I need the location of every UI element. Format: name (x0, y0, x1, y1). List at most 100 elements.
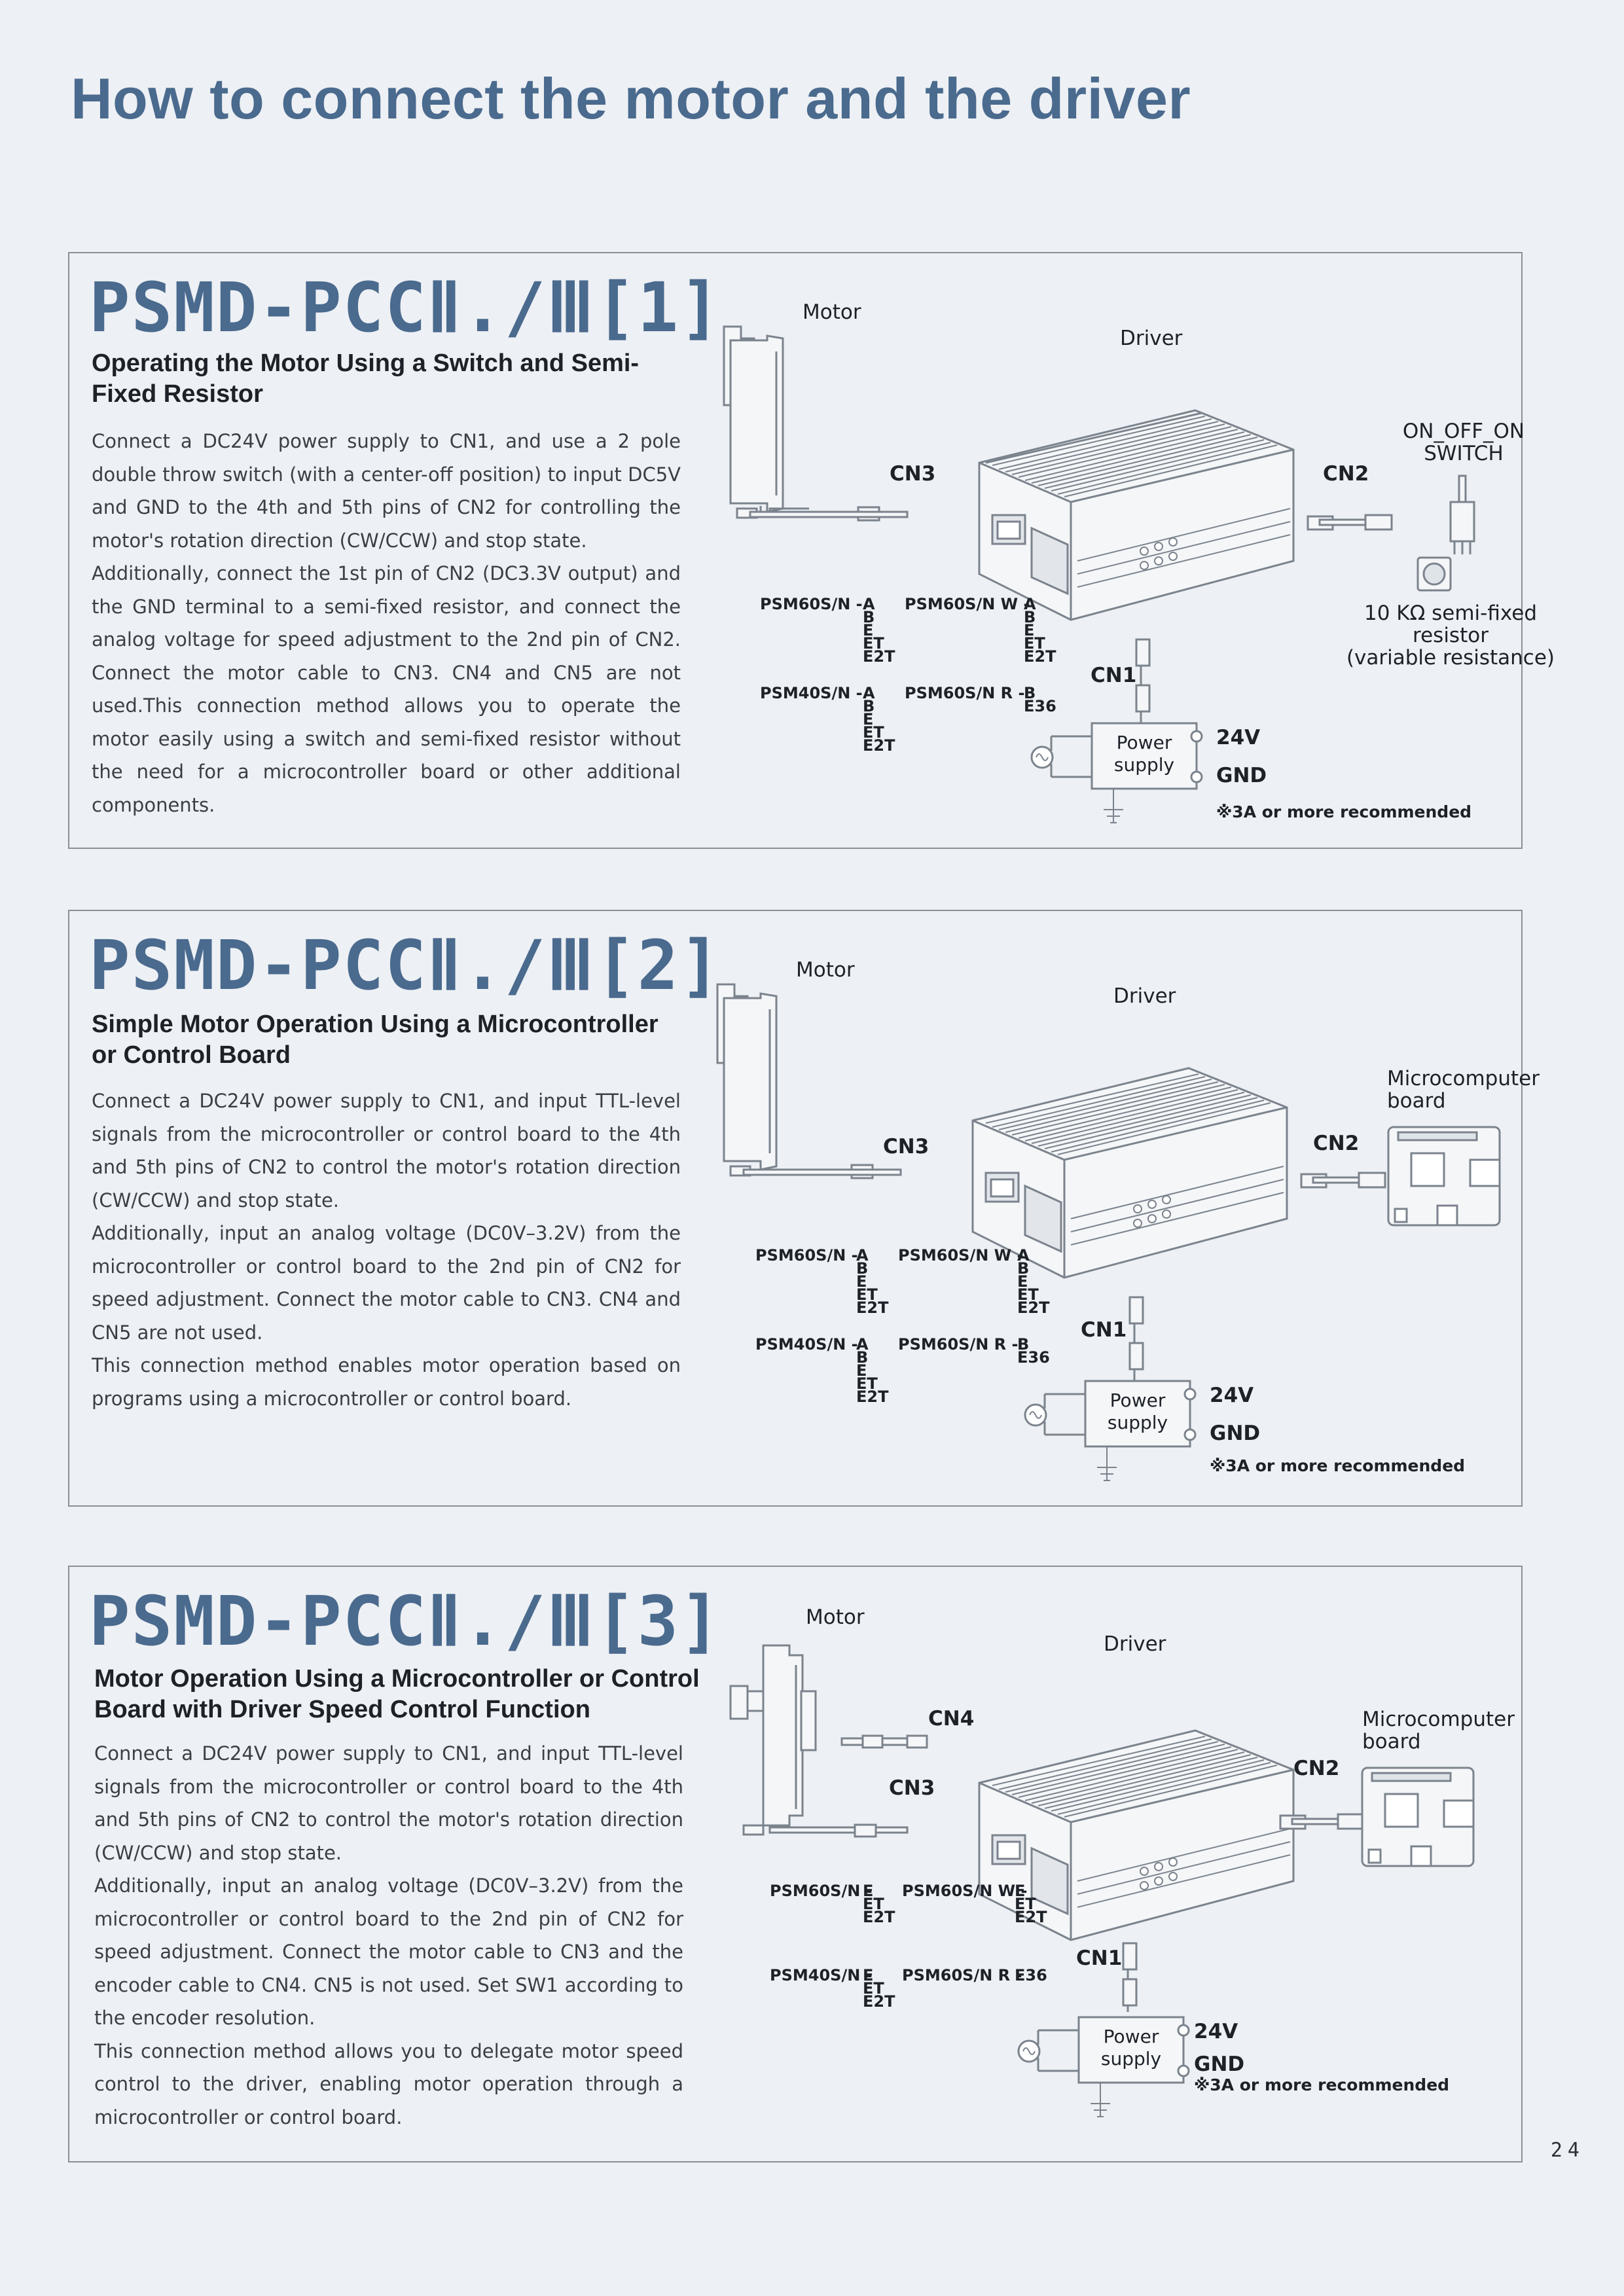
current-note: ※3A or more recommended (1194, 2075, 1449, 2094)
driver-illustration (978, 1729, 1295, 1941)
driver-label: Driver (1104, 1632, 1166, 1656)
paragraph: Connect a DC24V power supply to CN1, and… (92, 430, 681, 552)
motor-pin: E2T (863, 736, 895, 755)
cn4-label: CN4 (928, 1707, 974, 1731)
motor-pin: E (863, 1882, 873, 1900)
motor-model: PSM60S/N R - (902, 1966, 1022, 1984)
motor-model: PSM60S/N W - (898, 1246, 1023, 1265)
microcomputer-label: board (1362, 1730, 1421, 1753)
motor-pin: B (1017, 1335, 1029, 1354)
model-title: PSMD-PCCⅡ./Ⅲ[1] (89, 268, 722, 348)
motor-label: Motor (796, 958, 855, 982)
power-supply-label: Power (1110, 1390, 1166, 1411)
power-supply-label: supply (1108, 1412, 1168, 1433)
motor-pin: B (856, 1348, 868, 1367)
motor-pin: ET (1017, 1285, 1039, 1304)
wiring-diagram: Motor Driver CN3 CN2 CN1 Microcomputer b… (716, 958, 1540, 1481)
motor-pin: E36 (1024, 697, 1056, 715)
cn3-label: CN3 (889, 1776, 935, 1800)
motor-pin: ET (1015, 1895, 1036, 1913)
gnd-label: GND (1216, 764, 1267, 787)
model-title: PSMD-PCCⅡ./Ⅲ[3] (89, 1581, 722, 1661)
motor-model: PSM40S/N - (755, 1335, 858, 1354)
motor-pin: ET (863, 723, 884, 742)
microcomputer-label: Microcomputer (1387, 1067, 1540, 1090)
motor-pin: ET (863, 1979, 884, 1998)
gnd-label: GND (1194, 2053, 1244, 2076)
motor-model: PSM60S/N W - (902, 1882, 1027, 1900)
power-supply-label: supply (1114, 754, 1174, 776)
motor-pin: E (863, 710, 873, 728)
power-supply-label: Power (1104, 2026, 1159, 2047)
motor-pin: B (1024, 608, 1036, 626)
panel-2: PSMD-PCCⅡ./Ⅲ[2] Simple Motor Operation U… (68, 910, 1540, 1507)
microcomputer-illustration (1387, 1126, 1501, 1227)
motor-model: PSM60S/N R - (905, 684, 1024, 702)
paragraph: Additionally, connect the 1st pin of CN2… (92, 562, 681, 816)
page-number: 24 (1550, 2139, 1585, 2162)
page-title: How to connect the motor and the driver (71, 66, 1191, 131)
motor-pin: ET (856, 1285, 878, 1304)
motor-pin: E2T (863, 1992, 895, 2011)
motor-model: PSM60S/N - (760, 595, 863, 613)
v24-label: 24V (1210, 1384, 1254, 1407)
driver-label: Driver (1120, 327, 1183, 350)
motor-pin: E2T (856, 1299, 889, 1317)
motor-pin: ET (863, 1895, 884, 1913)
motor-pin: A (863, 684, 875, 702)
motor-pin: ET (863, 634, 884, 653)
cn1-label: CN1 (1076, 1946, 1122, 1970)
motor-model: PSM40S/N - (760, 684, 863, 702)
power-supply-label: Power (1117, 732, 1172, 753)
motor-pin: B (863, 697, 875, 715)
cn2-label: CN2 (1313, 1132, 1359, 1155)
v24-label: 24V (1216, 726, 1260, 749)
section-subtitle: Operating the Motor Using a Switch and S… (92, 350, 640, 408)
motor-model: PSM60S/N W - (905, 595, 1030, 613)
switch-illustration (1449, 475, 1475, 554)
motor-pin: E2T (1024, 647, 1056, 666)
motor-model: PSM60S/N R - (898, 1335, 1018, 1354)
motor-illustration (716, 983, 778, 1177)
cn2-label: CN2 (1293, 1757, 1339, 1780)
motor-model: PSM40S/N - (770, 1966, 873, 1984)
motor-pin: E2T (1017, 1299, 1050, 1317)
motor-pin: E2T (856, 1388, 889, 1406)
paragraph: This connection method enables motor ope… (92, 1354, 681, 1410)
switch-label: SWITCH (1424, 442, 1504, 465)
v24-label: 24V (1194, 2020, 1238, 2043)
motor-illustration (729, 1644, 817, 1836)
resistor-illustration (1416, 556, 1452, 592)
gnd-label: GND (1210, 1422, 1260, 1445)
current-note: ※3A or more recommended (1210, 1456, 1465, 1475)
motor-pin: A (863, 595, 875, 613)
wiring-diagram: Motor Driver CN4 CN3 CN2 CN1 Microcomput… (729, 1605, 1515, 2117)
motor-pin: E (1024, 621, 1034, 639)
motor-pin: ET (1024, 634, 1045, 653)
wiring-diagram: Motor Driver CN3 CN2 CN1 ON_OFF_ON SWITC… (723, 300, 1555, 823)
section-body: Connect a DC24V power supply to CN1, and… (92, 1085, 681, 1415)
section-subtitle: Motor Operation Using a Microcontroller … (94, 1665, 700, 1723)
motor-pin: E2T (1015, 1908, 1047, 1926)
driver-illustration (971, 1067, 1288, 1279)
motor-pin: ET (856, 1374, 878, 1393)
microcomputer-illustration (1361, 1767, 1475, 1867)
paragraph: Connect a DC24V power supply to CN1, and… (94, 1742, 683, 1864)
motor-pin: E (863, 1966, 873, 1984)
motor-pin: B (856, 1259, 868, 1278)
motor-illustration (723, 325, 784, 519)
cn2-label: CN2 (1323, 462, 1369, 486)
resistor-label: 10 KΩ semi-fixed (1364, 601, 1537, 625)
motor-pin: B (1017, 1259, 1029, 1278)
section-body: Connect a DC24V power supply to CN1, and… (94, 1737, 683, 2134)
motor-pin: E (863, 621, 873, 639)
resistor-label: (variable resistance) (1346, 646, 1555, 670)
motor-pin: A (856, 1335, 869, 1354)
motor-pin: E36 (1017, 1348, 1050, 1367)
paragraph: Additionally, input an analog voltage (D… (92, 1222, 681, 1344)
paragraph: This connection method allows you to del… (94, 2039, 683, 2128)
power-supply-label: supply (1101, 2048, 1161, 2070)
motor-pin: E (856, 1361, 867, 1380)
motor-label: Motor (803, 300, 861, 324)
motor-pin: E (856, 1272, 867, 1291)
